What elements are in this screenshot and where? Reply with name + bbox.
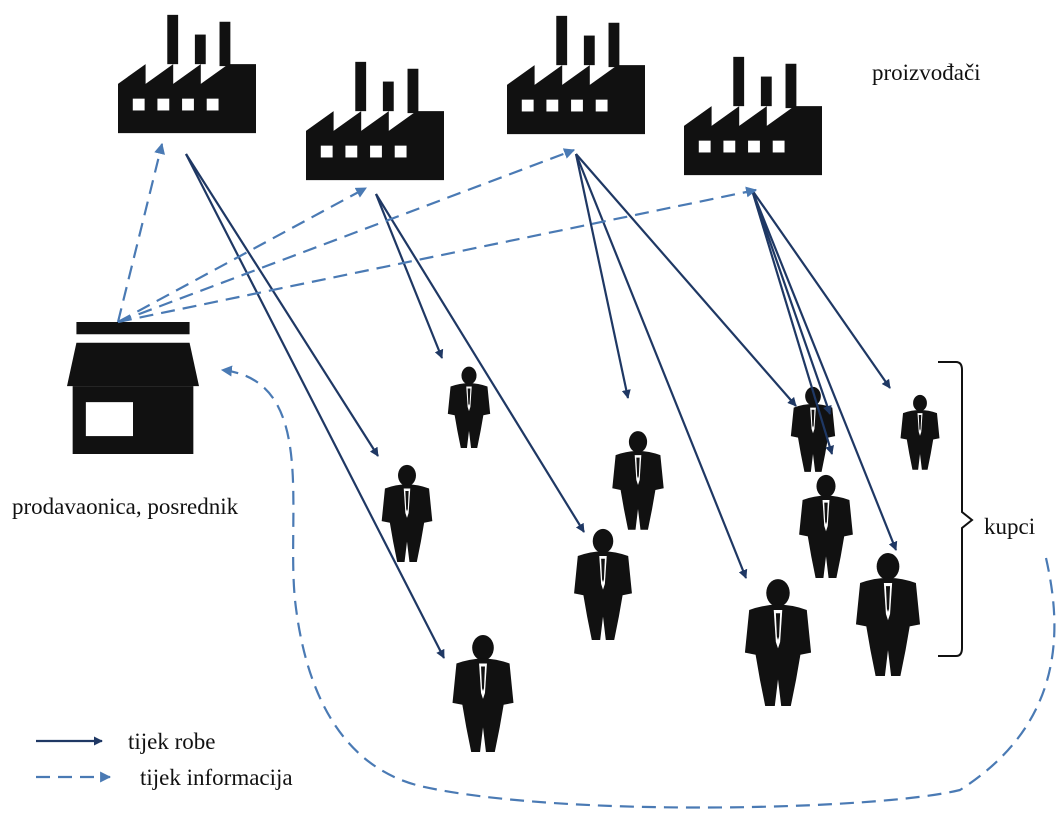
producers-label: proizvođači	[872, 60, 981, 85]
goods-flow-arrows	[185, 153, 898, 659]
person-icon	[790, 386, 836, 472]
person-icon	[799, 474, 853, 578]
person-icon	[452, 634, 514, 752]
legend-info-label: tijek informacija	[140, 765, 293, 790]
info-flow-arrows	[116, 142, 1056, 809]
person-icon	[900, 394, 940, 470]
person-icon	[612, 431, 664, 530]
person-icon	[447, 366, 491, 448]
factory-icon	[118, 14, 256, 134]
person-icon	[381, 464, 433, 562]
person-icon	[855, 553, 921, 676]
store-label: prodavaonica, posrednik	[12, 494, 239, 519]
buyers-label: kupci	[984, 514, 1036, 539]
factory-icon	[306, 61, 444, 181]
legend-goods-label: tijek robe	[128, 729, 216, 754]
factory-icon	[507, 15, 645, 135]
person-icon	[744, 579, 812, 706]
factory-icon	[684, 56, 822, 176]
person-icon	[574, 528, 632, 640]
store-icon	[67, 322, 199, 454]
buyers-bracket	[938, 361, 974, 657]
